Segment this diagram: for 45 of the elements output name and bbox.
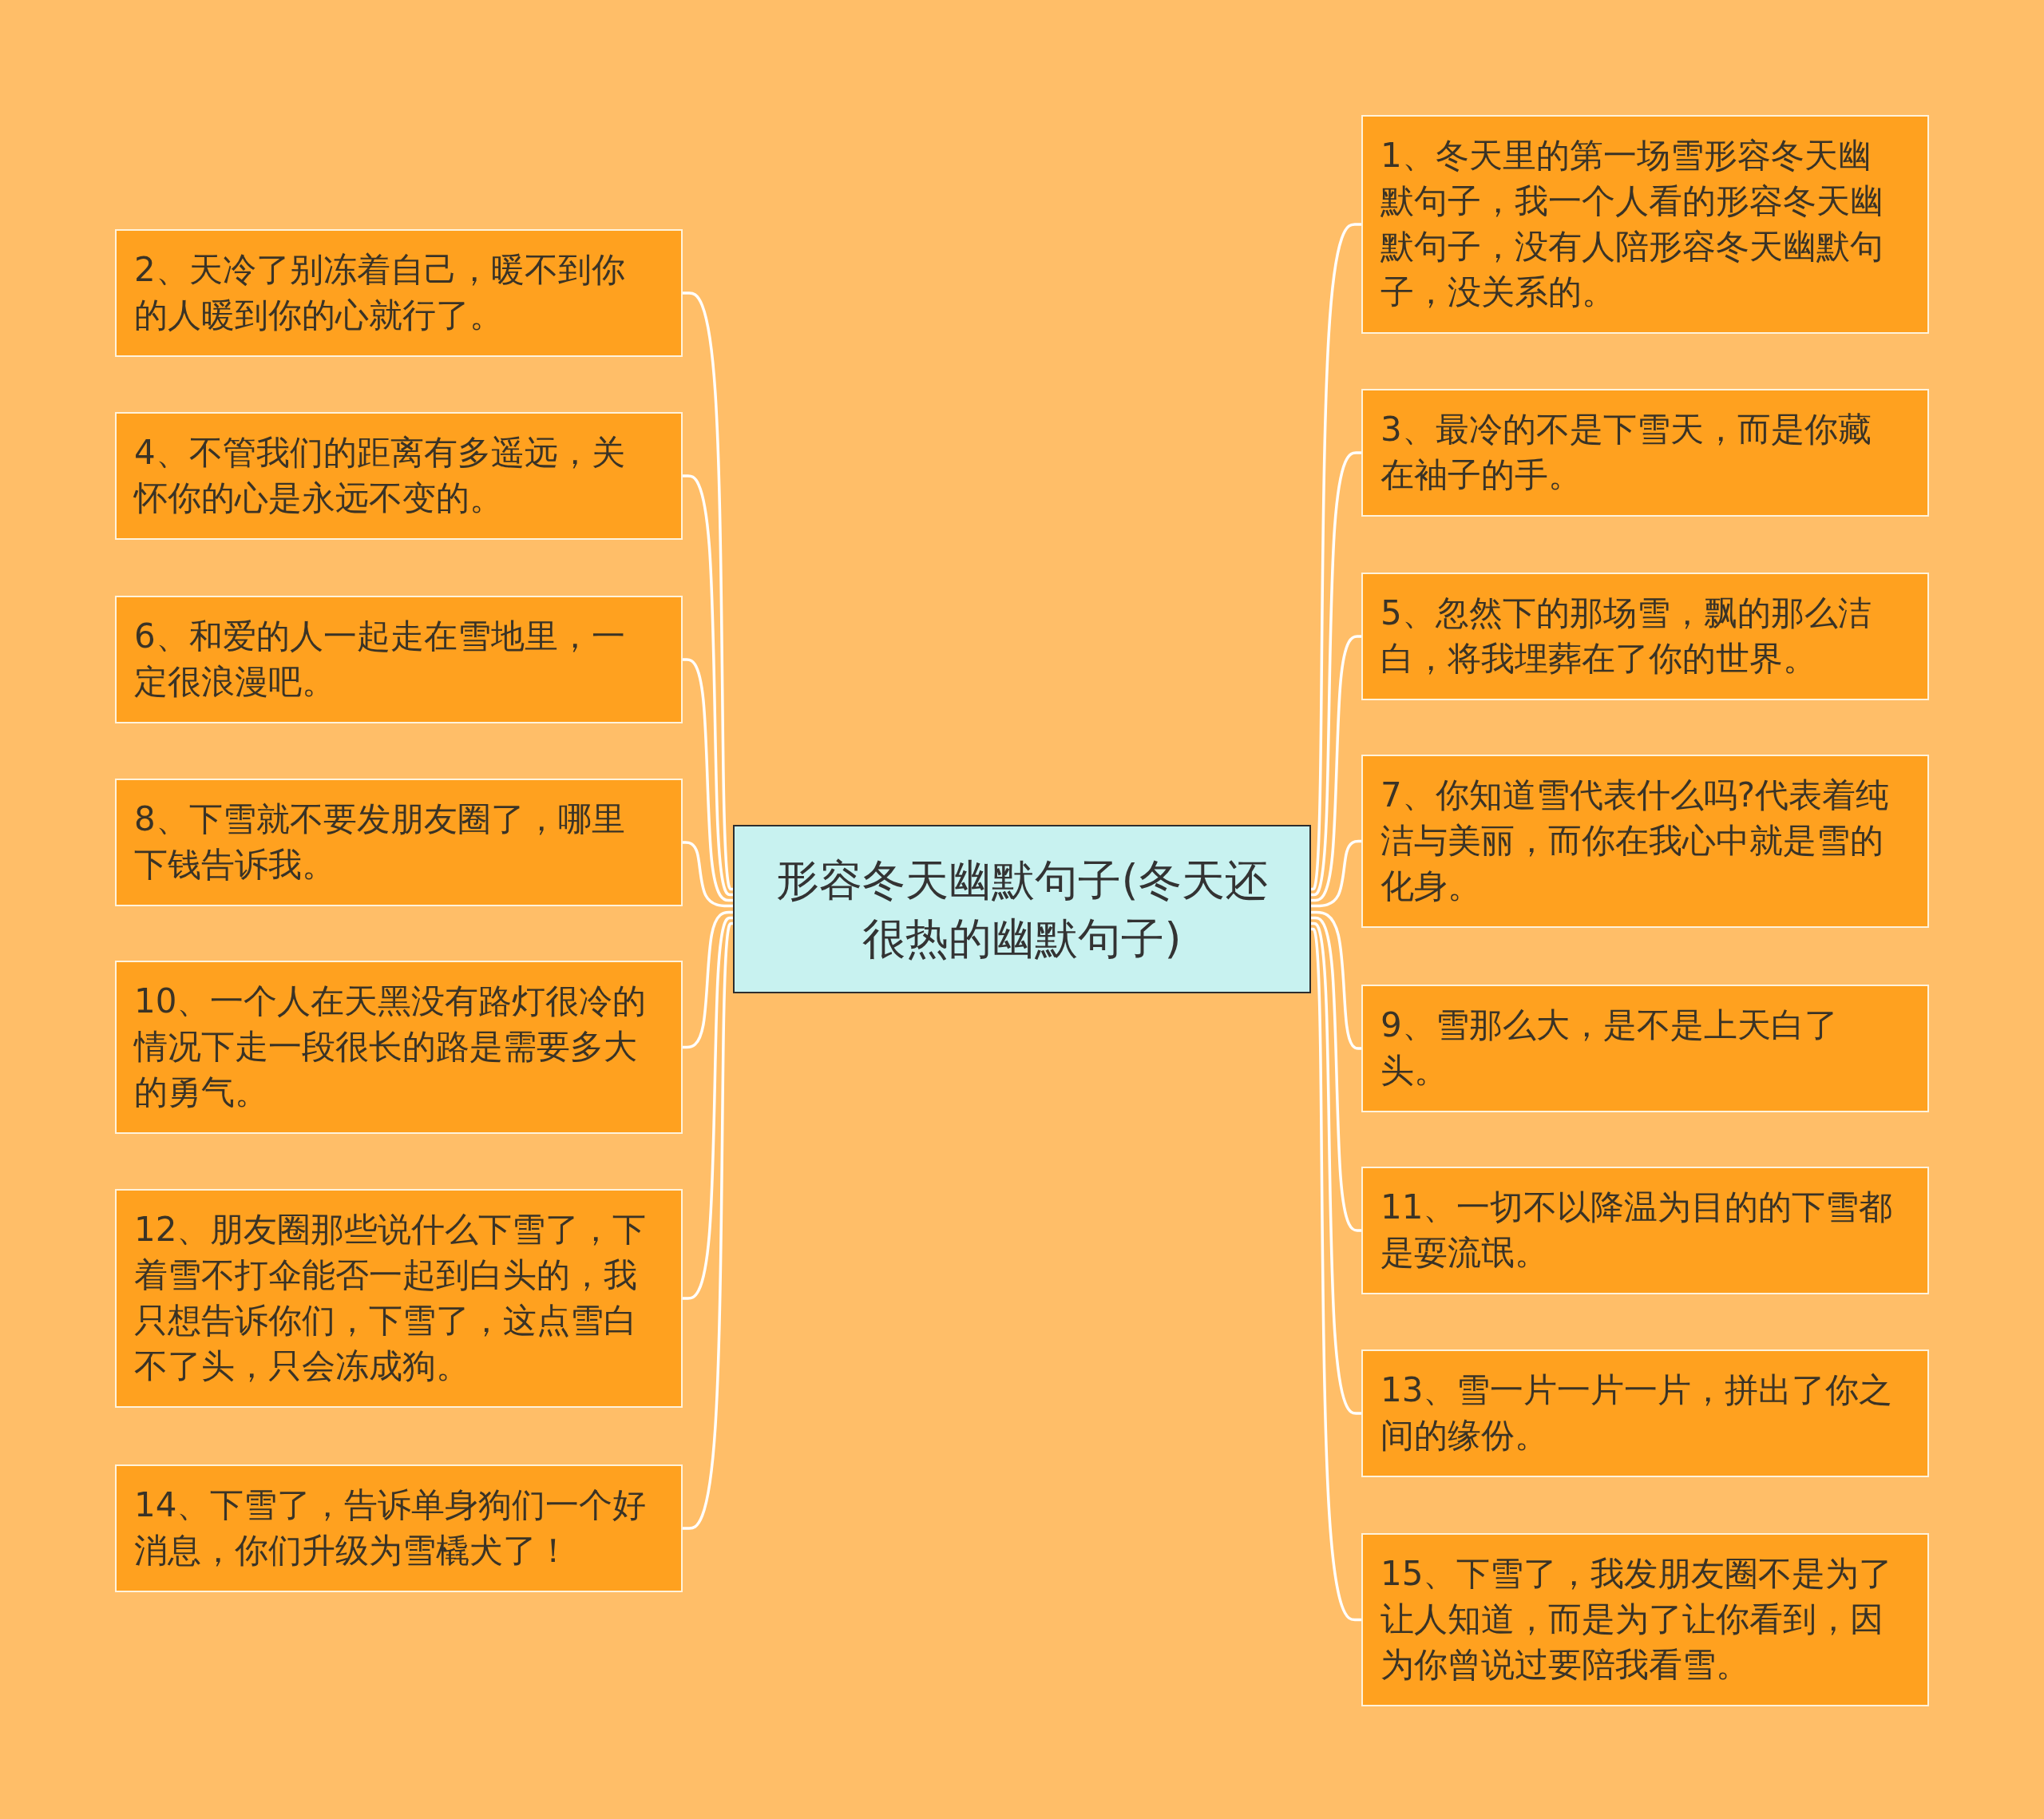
- connector-line: [683, 658, 733, 902]
- connector-line: [1310, 921, 1361, 1415]
- topic-box: [1361, 985, 1929, 1112]
- topic-text: 2、天冷了别冻着自己，暖不到你的人暖到你的心就行了。: [134, 249, 626, 336]
- connector-line: [683, 291, 735, 891]
- topic-text: 9、雪那么大，是不是上天白了头。: [1380, 1005, 1839, 1092]
- connector-line: [1310, 451, 1361, 897]
- topic-text: 3、最冷的不是下雪天，而是你藏在袖子的手。: [1380, 409, 1872, 496]
- topic-box: [1361, 1167, 1929, 1294]
- central-topic-text: 形容冬天幽默句子(冬天还很热的幽默句子): [775, 854, 1269, 965]
- topic-box: [115, 412, 683, 540]
- topic-box: [115, 229, 683, 357]
- topic-text: 15、下雪了，我发朋友圈不是为了让人知道，而是为了让你看到，因为你曾说过要陪我看雪。: [1380, 1553, 1894, 1686]
- topic-box: [115, 596, 683, 723]
- connector-line: [683, 910, 733, 1049]
- topic-box: [1361, 1349, 1929, 1477]
- topic-box: [1361, 1533, 1929, 1706]
- connector-line: [1311, 910, 1361, 1050]
- topic-box: [115, 1189, 683, 1408]
- topic-text: 7、你知道雪代表什么吗?代表着纯洁与美丽，而你在我心中就是雪的化身。: [1380, 775, 1890, 907]
- connector-line: [683, 921, 735, 1530]
- topic-box: [1361, 573, 1929, 700]
- topic-text: 5、忽然下的那场雪，飘的那么洁白，将我埋葬在了你的世界。: [1380, 592, 1872, 680]
- topic-box: [115, 779, 683, 906]
- topic-text: 1、冬天里的第一场雪形容冬天幽默句子，我一个人看的形容冬天幽默句子，没有人陪形容冬天幽默句子，没关系的。: [1380, 135, 1884, 313]
- topic-text: 8、下雪就不要发朋友圈了，哪里下钱告诉我。: [134, 799, 626, 886]
- topic-box: [1361, 115, 1929, 334]
- connector-line: [1311, 839, 1361, 908]
- topic-box: [1361, 389, 1929, 517]
- connector-line: [1311, 635, 1361, 902]
- topic-text: 13、雪一片一片一片，拼出了你之间的缘份。: [1380, 1369, 1894, 1456]
- connector-line: [1311, 916, 1361, 1232]
- topic-text: 6、和爱的人一起走在雪地里，一定很浪漫吧。: [134, 616, 626, 703]
- connector-line: [683, 474, 734, 897]
- topic-text: 12、朋友圈那些说什么下雪了，下着雪不打伞能否一起到白头的，我只想告诉你们，下雪了，这点雪白不了头，只会冻成狗。: [134, 1209, 648, 1387]
- topic-text: 14、下雪了，告诉单身狗们一个好消息，你们升级为雪橇犬了！: [134, 1484, 648, 1571]
- topic-box: [115, 1464, 683, 1592]
- connector-line: [683, 916, 734, 1300]
- topic-text: 11、一切不以降温为目的的下雪都是耍流氓。: [1380, 1187, 1894, 1274]
- topic-text: 4、不管我们的距离有多遥远，关怀你的心是永远不变的。: [134, 432, 626, 519]
- topic-box: [1361, 755, 1929, 928]
- topic-box: [115, 961, 683, 1134]
- topic-text: 10、一个人在天黑没有路灯很冷的情况下走一段很长的路是需要多大的勇气。: [134, 981, 648, 1113]
- connector-line: [683, 841, 733, 908]
- central-topic-box: [733, 825, 1311, 993]
